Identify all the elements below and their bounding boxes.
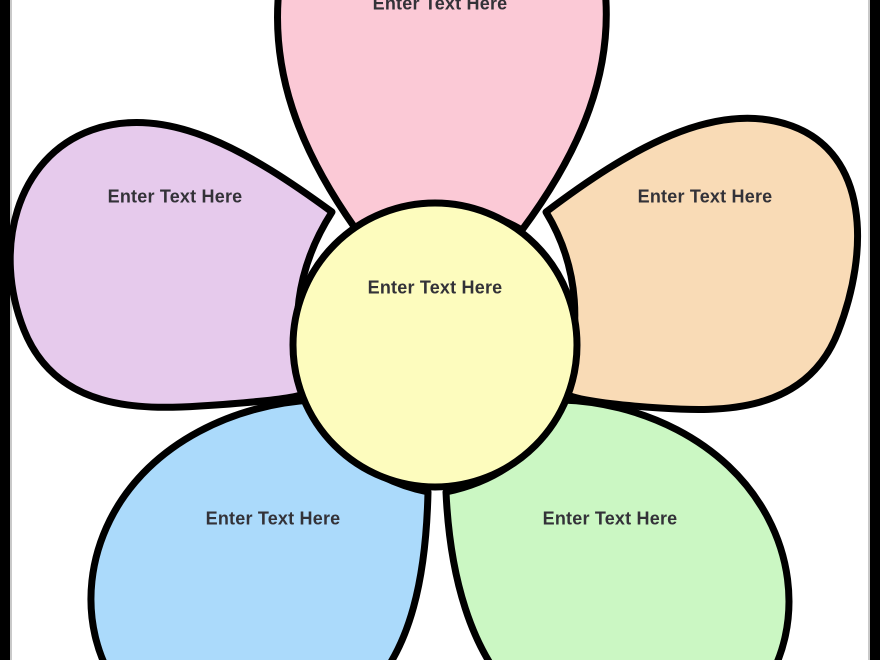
petal-left-label[interactable]: Enter Text Here xyxy=(107,186,243,207)
center-label[interactable]: Enter Text Here xyxy=(367,277,503,298)
petal-top[interactable] xyxy=(274,0,610,234)
petal-right[interactable] xyxy=(542,114,861,413)
petal-right-label[interactable]: Enter Text Here xyxy=(637,186,773,207)
petal-bottom-left[interactable] xyxy=(87,396,432,660)
petal-bottom-right-label[interactable]: Enter Text Here xyxy=(542,508,678,529)
petal-bottom-left-label[interactable]: Enter Text Here xyxy=(205,508,341,529)
petal-left[interactable] xyxy=(6,118,336,411)
petal-bottom-right[interactable] xyxy=(442,396,793,660)
center-circle[interactable] xyxy=(289,199,581,491)
petal-top-label[interactable]: Enter Text Here xyxy=(372,0,508,14)
